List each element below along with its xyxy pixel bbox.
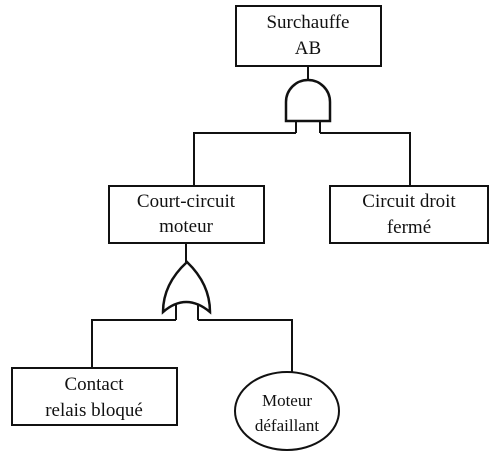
top-event-label-line2: AB bbox=[295, 38, 321, 59]
bottom-right-event-label-line2: défaillant bbox=[255, 416, 319, 435]
connector-and-to-right bbox=[320, 132, 411, 186]
bottom-left-event: Contact relais bloqué bbox=[11, 367, 178, 426]
bottom-right-event-ellipse bbox=[234, 371, 340, 451]
and-gate bbox=[284, 78, 332, 123]
bottom-left-event-label-line2: relais bloqué bbox=[45, 400, 143, 421]
top-event-box bbox=[235, 5, 382, 67]
left-event-label-line2: moteur bbox=[159, 216, 213, 237]
connector-and-to-left bbox=[193, 132, 296, 186]
bottom-left-event-box bbox=[11, 367, 178, 426]
bottom-left-event-label-line1: Contact bbox=[64, 374, 124, 395]
right-event-label-line2: fermé bbox=[387, 217, 431, 238]
top-event-label-line1: Surchauffe bbox=[266, 12, 349, 33]
bottom-right-event-label-line1: Moteur bbox=[262, 391, 312, 410]
or-gate bbox=[161, 260, 212, 315]
right-event-box bbox=[329, 185, 489, 244]
bottom-right-event: Moteur défaillant bbox=[234, 371, 340, 451]
connector-or-to-right bbox=[198, 319, 293, 372]
left-event-box bbox=[108, 185, 265, 244]
left-event: Court-circuit moteur bbox=[108, 185, 265, 244]
right-event: Circuit droit fermé bbox=[329, 185, 489, 244]
left-event-label-line1: Court-circuit bbox=[137, 191, 236, 212]
right-event-label-line1: Circuit droit bbox=[362, 191, 456, 212]
top-event: Surchauffe AB bbox=[235, 5, 382, 67]
or-gate-shape bbox=[161, 260, 212, 315]
connector-or-to-left bbox=[91, 319, 176, 368]
and-gate-shape bbox=[284, 78, 332, 123]
